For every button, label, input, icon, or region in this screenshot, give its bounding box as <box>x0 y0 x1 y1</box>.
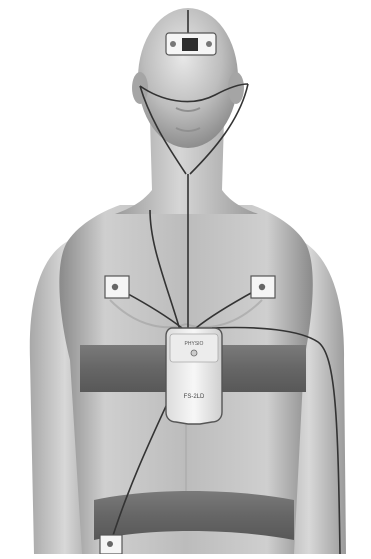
device-button <box>191 350 197 356</box>
chest-electrode-right <box>251 276 275 298</box>
chest-electrode-left <box>105 276 129 298</box>
head-electrode <box>166 33 216 55</box>
recorder-device: PHYSIO FS-2LD <box>166 328 222 424</box>
device-label-bottom: FS-2LD <box>184 394 205 400</box>
device-label-top: PHYSIO <box>185 341 204 347</box>
waist-electrode <box>100 535 122 554</box>
